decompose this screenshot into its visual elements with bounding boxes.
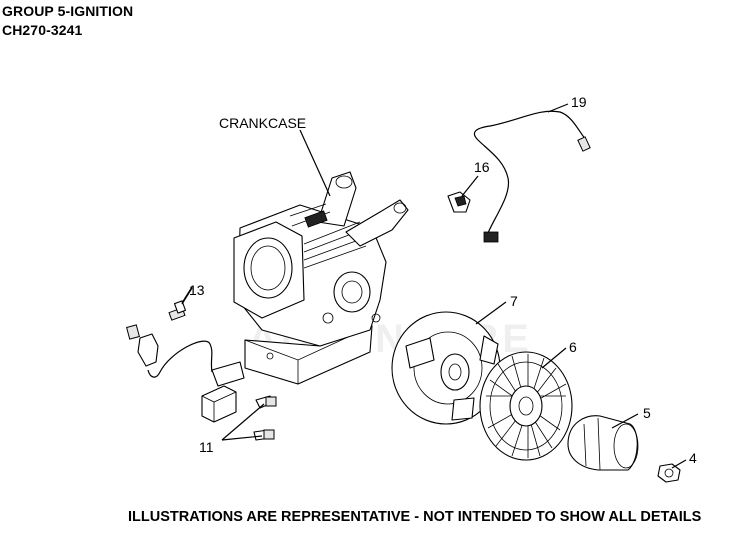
label-part-16: 16 xyxy=(474,159,490,175)
flywheel-part xyxy=(479,351,573,461)
wiring-harness-part xyxy=(473,110,591,243)
group-title: GROUP 5-IGNITION xyxy=(2,3,134,19)
nut-part xyxy=(657,463,681,483)
disclaimer-note: ILLUSTRATIONS ARE REPRESENTATIVE - NOT I… xyxy=(128,509,702,525)
crankcase-part xyxy=(233,171,409,385)
label-crankcase: CRANKCASE xyxy=(219,115,306,131)
label-part-19: 19 xyxy=(571,94,587,110)
label-part-13: 13 xyxy=(189,282,205,298)
label-part-7: 7 xyxy=(510,293,518,309)
stator-part xyxy=(391,311,501,425)
label-part-11: 11 xyxy=(199,439,214,455)
ignition-coil-part xyxy=(126,324,245,423)
leader-lines xyxy=(181,103,687,469)
model-code: CH270-3241 xyxy=(2,22,83,38)
bolt-parts xyxy=(253,395,277,441)
label-part-4: 4 xyxy=(689,450,697,466)
label-part-6: 6 xyxy=(569,339,577,355)
label-part-5: 5 xyxy=(643,405,651,421)
starter-cup-part xyxy=(567,415,639,471)
switch-part xyxy=(447,191,471,213)
